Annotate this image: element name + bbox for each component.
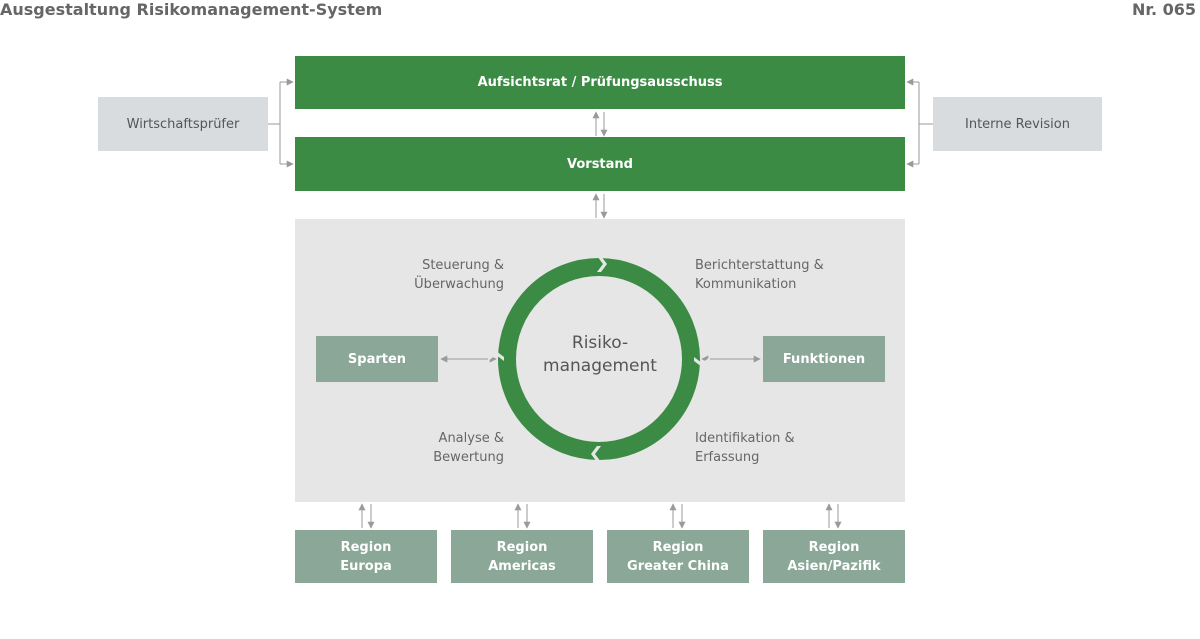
region-label: Region [808,539,860,555]
figure-number: Nr. 065 [1131,0,1196,19]
funktionen-label: Funktionen [782,351,866,367]
page-title: Ausgestaltung Risikomanagement-System [0,0,383,19]
region-label: Region [652,539,704,555]
auditor-label: Wirtschaftsprüfer [126,116,240,132]
risk-management-center: Risiko- management [540,332,660,378]
auditor-box: Wirtschaftsprüfer [98,97,268,151]
ring-notch-right [694,357,710,367]
ring-notch-left [488,351,504,361]
sparten-box: Sparten [316,336,438,382]
sparten-label: Sparten [347,351,407,367]
region-greater-china-box: Region Greater China [607,530,749,583]
region-name: Asien/Pazifik [787,558,881,574]
cycle-label-analyse: Analyse & Bewertung [433,431,504,465]
center-label-line1: Risiko- [571,333,629,353]
region-label: Region [340,539,392,555]
cycle-label-berichterstattung: Berichterstattung & Kommunikation [695,258,824,292]
supervisory-board-box: Aufsichtsrat / Prüfungsausschuss [295,56,905,109]
funktionen-box: Funktionen [763,336,885,382]
executive-board-box: Vorstand [295,137,905,191]
region-name: Europa [340,558,392,574]
internal-audit-connector [907,81,933,165]
center-label-line2: management [543,356,657,376]
auditor-connector [268,81,293,165]
risk-cycle-ring [498,258,700,460]
cycle-label-identifikation: Identifikation & Erfassung [695,431,795,465]
region-name: Americas [488,558,556,574]
region-europa-box: Region Europa [295,530,437,583]
internal-audit-label: Interne Revision [965,116,1070,132]
ring-notch-top [597,256,607,272]
region-americas-box: Region Americas [451,530,593,583]
internal-audit-box: Interne Revision [933,97,1102,151]
region-name: Greater China [627,558,729,574]
region-asien-pazifik-box: Region Asien/Pazifik [763,530,905,583]
ring-notch-bottom [591,446,601,462]
region-label: Region [496,539,548,555]
supervisory-board-label: Aufsichtsrat / Prüfungsausschuss [477,75,723,90]
cycle-label-steuerung: Steuerung & Überwachung [414,258,504,292]
executive-board-label: Vorstand [567,156,633,172]
